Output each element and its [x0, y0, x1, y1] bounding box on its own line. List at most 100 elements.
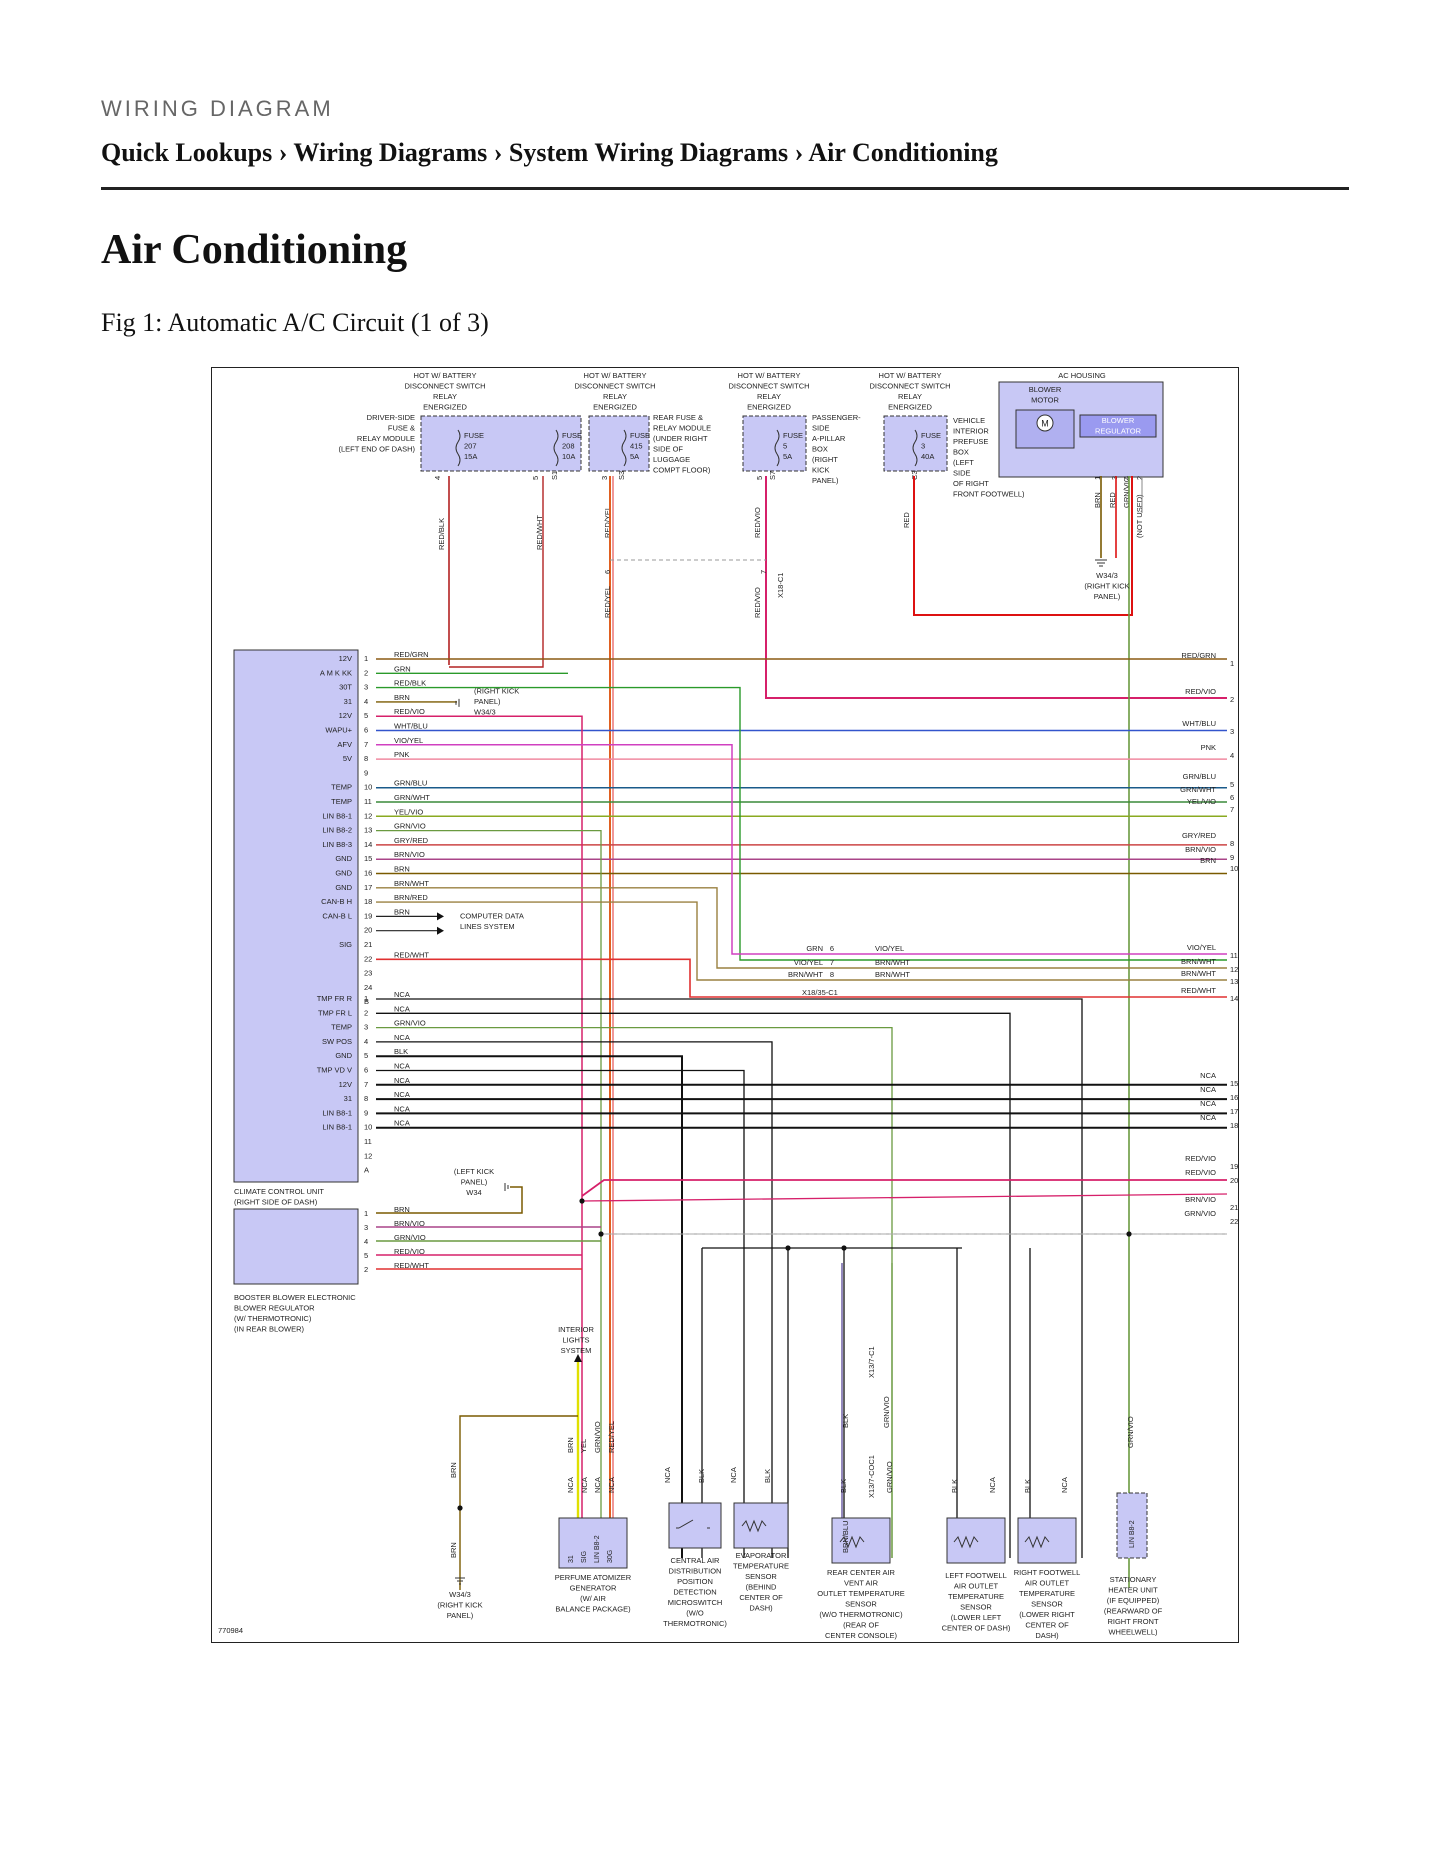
top-pin: 2 — [1135, 476, 1144, 480]
right-wire-label: RED/VIO — [1185, 687, 1216, 696]
ccu-b-wire-label: NCA — [394, 1104, 410, 1113]
splice-pin: 6 — [603, 570, 612, 574]
right-wire-number: 9 — [1230, 853, 1234, 862]
right-wire-number: 19 — [1230, 1162, 1238, 1171]
computer-data-label: LINES SYSTEM — [460, 922, 515, 931]
breadcrumb[interactable]: Quick Lookups › Wiring Diagrams › System… — [101, 138, 998, 167]
ccu-pin-number: 9 — [364, 768, 368, 777]
ground-icon — [455, 698, 460, 707]
stationary-heater-box — [1116, 1492, 1148, 1559]
left-kick-label: (LEFT KICK — [454, 1167, 494, 1176]
vertical-wire-label: RED/VIO — [753, 507, 762, 538]
wire-red-vio-branch — [376, 715, 583, 1554]
ccu-wire-label: BRN — [394, 907, 410, 916]
rear-fuse-label: REAR FUSE & — [653, 413, 703, 422]
fuse-label: 5 — [783, 442, 787, 451]
booster-wire-label: BRN — [394, 1205, 410, 1214]
wire-red-blk-branch — [376, 686, 1227, 961]
ccu-pin-number: 2 — [364, 668, 368, 677]
right-footwell-label: CENTER OF — [1025, 1621, 1069, 1630]
ccu-b-pin-number: 1 — [364, 994, 368, 1003]
perfume-label: PERFUME ATOMIZER — [555, 1573, 632, 1582]
right-wire-number: 17 — [1230, 1107, 1238, 1116]
ccu-b-pin-number: 8 — [364, 1094, 368, 1103]
ccu-b-pin-label: TEMP — [331, 1023, 352, 1032]
perfume-atomizer-box — [558, 1517, 628, 1569]
fuse-symbol — [455, 429, 461, 467]
ccu-b-pin-label: TMP FR R — [317, 994, 353, 1003]
ccu-wire-label: BRN — [394, 693, 410, 702]
hot-label: HOT W/ BATTERY — [584, 371, 647, 380]
fuse-label: FUSE — [783, 431, 803, 440]
vertical-wire-label: RED/WHT — [535, 515, 544, 550]
wire-brn-wht — [376, 887, 1227, 969]
left-footwell-label: CENTER OF DASH) — [942, 1624, 1011, 1633]
bottom-vertical-label: GRN/VIO — [1126, 1416, 1135, 1448]
evaporator-label: SENSOR — [745, 1572, 777, 1581]
prefuse-label: FRONT FOOTWELL) — [953, 490, 1025, 499]
ccu-b-wire-label: NCA — [394, 1004, 410, 1013]
ccu-b-pin-number: 2 — [364, 1008, 368, 1017]
ccu-wire-label: PNK — [394, 750, 409, 759]
vertical-wire-label: RED/BLK — [437, 518, 446, 550]
ccu-pin-number: 13 — [364, 826, 372, 835]
booster-name-label: BOOSTER BLOWER ELECTRONIC — [234, 1293, 356, 1302]
left-footwell-label: LEFT FOOTWELL — [945, 1571, 1007, 1580]
right-wire-number: 14 — [1230, 994, 1238, 1003]
ccu-pin-number: 4 — [364, 697, 368, 706]
right-wire-number: 21 — [1230, 1203, 1238, 1212]
ccu-b-wire — [376, 1055, 683, 1558]
ccu-b-wire-label: NCA — [394, 990, 410, 999]
passenger-fuse-label: BOX — [812, 445, 828, 454]
ccu-pin-label: WAPU+ — [325, 726, 352, 735]
booster-wire-label: GRN/VIO — [394, 1233, 426, 1242]
left-footwell-label: TEMPERATURE — [948, 1592, 1004, 1601]
bottom-vertical-label: NCA — [1060, 1477, 1069, 1493]
ccu-pin-number: 16 — [364, 869, 372, 878]
bottom-vertical-label: BLK — [763, 1469, 772, 1483]
driver-fuse-label: (LEFT END OF DASH) — [338, 445, 415, 454]
rear-center-label: (W/O THERMOTRONIC) — [819, 1610, 903, 1619]
x13-label: X13/7-COC1 — [867, 1455, 876, 1498]
vertical-wire-label: (NOT USED) — [1135, 494, 1144, 538]
x18-right-label: BRN/WHT — [875, 970, 910, 979]
hot-label: DISCONNECT SWITCH — [869, 382, 950, 391]
ccu-pin-number: 15 — [364, 854, 372, 863]
right-footwell-label: TEMPERATURE — [1019, 1589, 1075, 1598]
ccu-wire-label: RED/GRN — [394, 650, 429, 659]
rear-fuse-label: COMPT FLOOR) — [653, 466, 711, 475]
fuse-label: 15A — [464, 452, 477, 461]
passenger-fuse-label: A-PILLAR — [812, 434, 846, 443]
ccu-b-wire — [376, 998, 1083, 1558]
left-footwell-label: AIR OUTLET — [954, 1582, 999, 1591]
ccu-b-wire — [376, 1069, 745, 1558]
right-wire-label: GRN/VIO — [1184, 1209, 1216, 1218]
right-wire-label: GRN/BLU — [1183, 772, 1216, 781]
wire-red-wht-14 — [376, 958, 1227, 998]
x18-left-label: GRN — [806, 944, 823, 953]
bottom-vertical-label: NCA — [729, 1467, 738, 1483]
bottom-vertical-label: GRN/VIO — [593, 1421, 602, 1453]
evaporator-label: TEMPERATURE — [733, 1562, 789, 1571]
x18-pin: 6 — [830, 944, 834, 953]
ccu-wire-label: RED/WHT — [394, 950, 429, 959]
top-pin: 1 — [1093, 476, 1102, 480]
fuse-label: FUSE — [464, 431, 484, 440]
ccu-wire-label: GRY/RED — [394, 836, 429, 845]
blower-regulator-box — [1079, 414, 1157, 438]
right-wire-number: 8 — [1230, 839, 1234, 848]
ccu-pin-number: 1 — [364, 654, 368, 663]
ccu-b-wire-label: NCA — [394, 1076, 410, 1085]
ground-w343-label: W34/3 — [449, 1590, 471, 1599]
fuse-label: 10A — [562, 452, 575, 461]
prefuse-label: PREFUSE — [953, 437, 988, 446]
ccu-b-pin-number: 3 — [364, 1023, 368, 1032]
splice-connector-label: X18-C1 — [776, 573, 785, 598]
right-wire-label: YEL/VIO — [1187, 797, 1216, 806]
x18-right-label: VIO/YEL — [875, 944, 904, 953]
booster-wire-label: BRN/VIO — [394, 1219, 425, 1228]
prefuse-label: SIDE — [953, 469, 971, 478]
prefuse-label: (LEFT — [953, 458, 974, 467]
right-footwell-sensor-box — [1017, 1517, 1077, 1564]
